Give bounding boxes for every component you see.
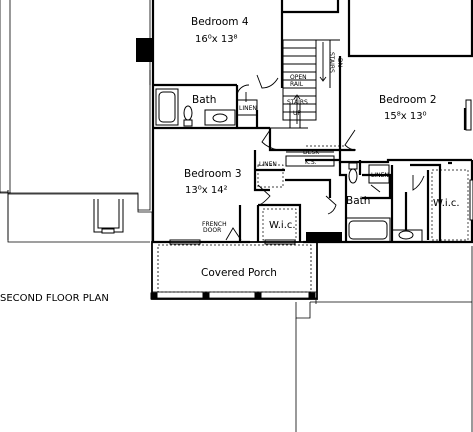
desk bbox=[285, 151, 335, 167]
bath-right-fixtures bbox=[345, 162, 423, 243]
outdoor-rail bbox=[93, 199, 124, 234]
stairs-up-label: STAIRS bbox=[287, 99, 308, 106]
open-rail-label-2: RAIL bbox=[290, 81, 304, 88]
bedroom-2-name: Bedroom 2 bbox=[379, 94, 437, 106]
wic-left-name: W.i.c. bbox=[269, 220, 296, 231]
plan-title: SECOND FLOOR PLAN bbox=[0, 293, 109, 304]
bath-left-name: Bath bbox=[192, 94, 216, 106]
covered-porch-name: Covered Porch bbox=[201, 267, 277, 279]
stairs-dn-label: STAIRS bbox=[328, 52, 335, 73]
open-rail-label-1: OPEN bbox=[290, 74, 307, 81]
french-door-label-2: DOOR bbox=[203, 227, 221, 234]
bath-left-fixtures bbox=[155, 88, 258, 127]
up-label: UP bbox=[293, 110, 301, 117]
bedroom-4-dims: 16⁰x 13⁸ bbox=[195, 34, 238, 45]
linen-center-label: LINEN bbox=[259, 161, 277, 168]
chimney bbox=[136, 38, 152, 62]
stair-arrows bbox=[293, 42, 327, 124]
bedroom-3-name: Bedroom 3 bbox=[184, 168, 242, 180]
bedroom-4-name: Bedroom 4 bbox=[191, 16, 249, 28]
covered-porch-outline bbox=[150, 241, 318, 300]
bedroom-2-dims: 15⁸x 13⁰ bbox=[384, 111, 427, 122]
ks-label: K.S. bbox=[305, 159, 317, 166]
linen-right-label: LINEN bbox=[371, 172, 389, 179]
stair-area bbox=[270, 39, 340, 129]
bedroom-3-dims: 13⁰x 14² bbox=[185, 185, 228, 196]
french-door-label-1: FRENCH bbox=[202, 221, 227, 228]
dn-label: DN bbox=[336, 58, 343, 67]
desk-label: DESK bbox=[303, 149, 320, 156]
closet-block bbox=[306, 232, 342, 242]
door-swings bbox=[225, 74, 425, 241]
wic-right-name: W.i.c. bbox=[433, 198, 460, 209]
linen-left-label: LINEN bbox=[239, 105, 257, 112]
bath-right-name: Bath bbox=[346, 195, 370, 207]
